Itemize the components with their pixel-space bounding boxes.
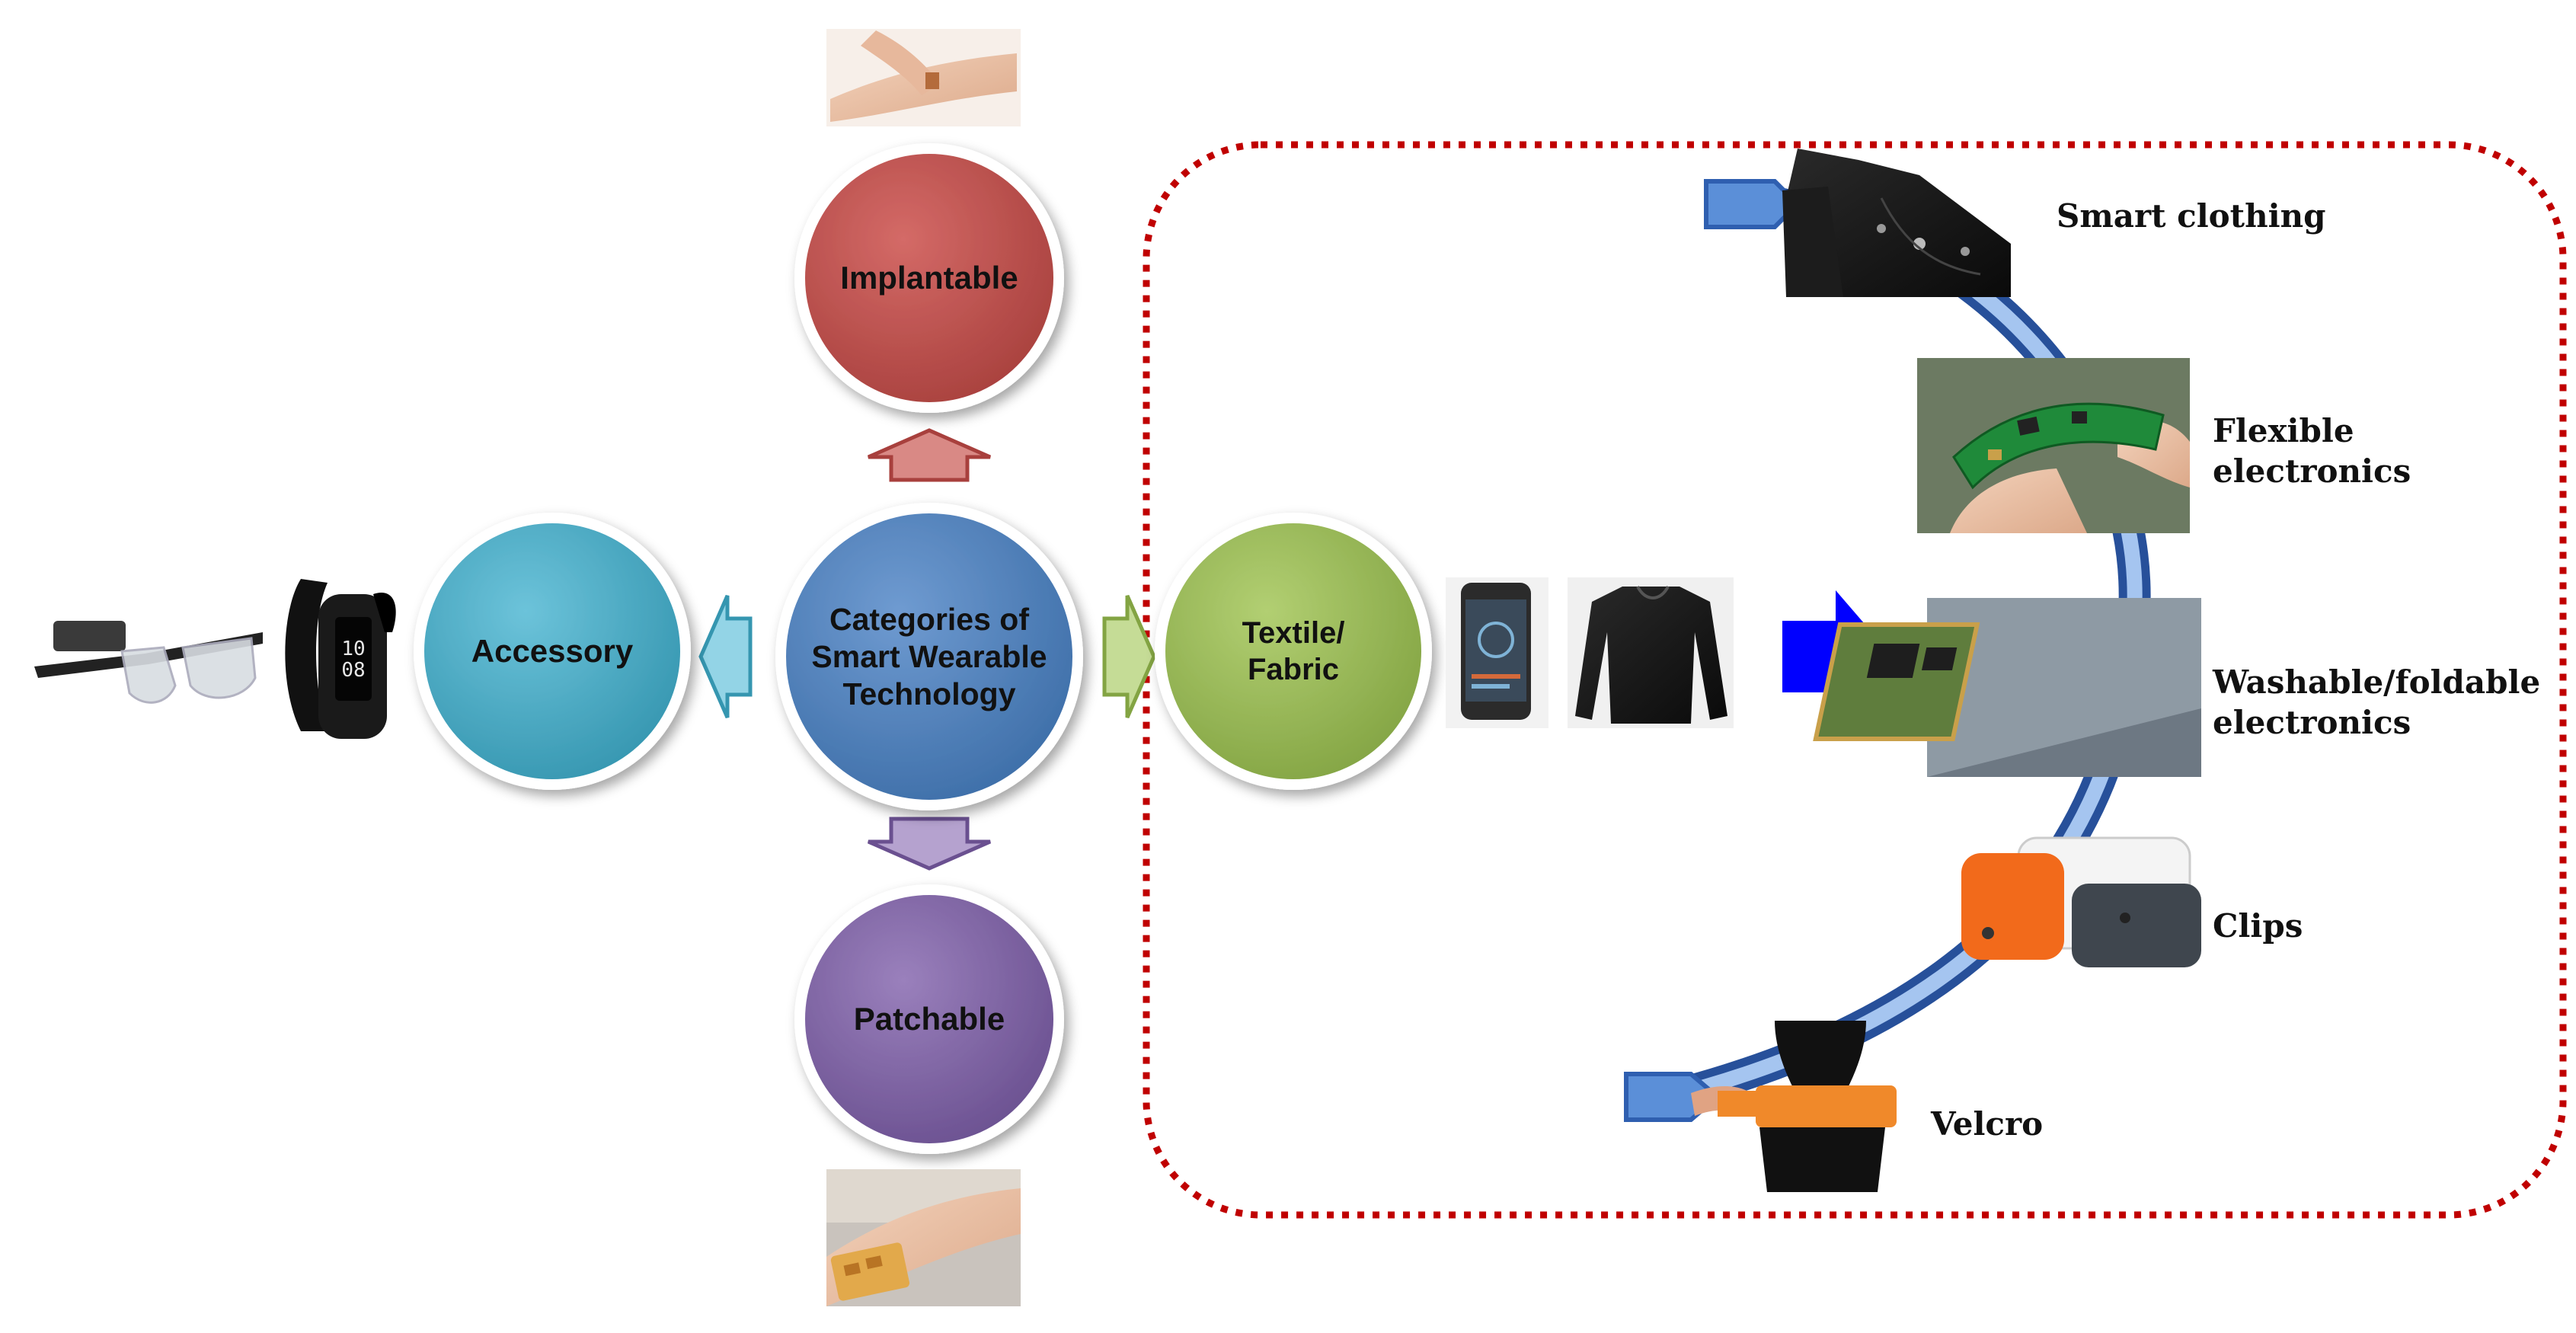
arrow-up-icon <box>867 428 992 482</box>
svg-text:10: 10 <box>341 638 365 660</box>
flexible-circuit-photo <box>1917 358 2190 533</box>
textile-region-border <box>1143 141 2567 1219</box>
smart-clothing-label: Smart clothing <box>2057 197 2326 235</box>
arrow-right-icon <box>1102 594 1156 719</box>
smart-clothing-photo <box>1782 149 2011 297</box>
flexible-electronics-label: Flexible electronics <box>2213 412 2411 490</box>
smart-glasses-photo <box>34 621 263 704</box>
velcro-label: Velcro <box>1931 1105 2044 1143</box>
svg-text:08: 08 <box>341 659 365 682</box>
washable-foldable-electronics-label: Washable/foldable electronics <box>2213 663 2541 741</box>
fitness-band-photo: 10 08 <box>285 579 396 739</box>
smartphone-app-photo <box>1446 577 1548 728</box>
compression-shirt-photo <box>1568 577 1734 728</box>
textile-label: Textile/ Fabric <box>1242 616 1345 686</box>
arrow-left-icon <box>698 594 753 719</box>
accessory-circle <box>414 513 691 790</box>
implantable-circle <box>794 143 1064 413</box>
finger-chip-photo <box>826 29 1021 126</box>
textile-circle <box>1155 513 1432 790</box>
accessory-label: Accessory <box>471 632 634 669</box>
patchable-label: Patchable <box>853 1000 1005 1037</box>
center-category-label: Categories of Smart Wearable Technology <box>811 601 1047 712</box>
center-category-circle <box>775 503 1083 810</box>
arrow-down-icon <box>867 817 992 871</box>
implantable-label: Implantable <box>840 259 1018 296</box>
wrist-patch-photo <box>826 1169 1021 1306</box>
patchable-circle <box>794 884 1064 1154</box>
textile-chip-photo <box>1813 598 2201 777</box>
clips-label: Clips <box>2213 907 2303 945</box>
clip-sensor-photo <box>1961 836 2201 967</box>
velcro-belt-photo <box>1691 1021 1897 1192</box>
